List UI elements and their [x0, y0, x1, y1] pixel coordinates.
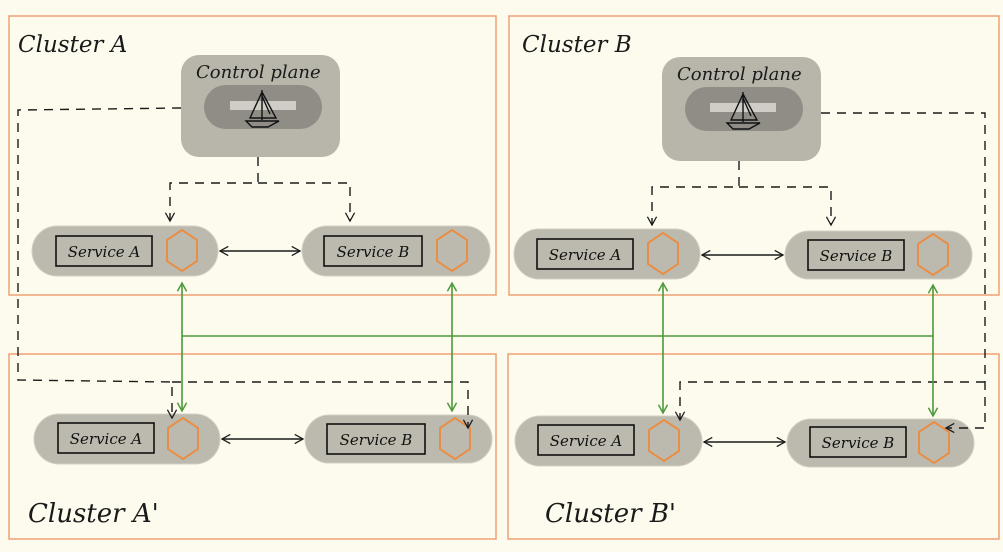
service-a-box: [55, 235, 153, 267]
cluster-a-prime-label: Cluster A': [28, 499, 159, 529]
service-a-label: Service A: [550, 432, 623, 450]
service-b-pod-body: [786, 418, 975, 468]
service-b-pod-cluster-a-prime: Service B: [304, 414, 493, 464]
service-a-pod-cluster-a-prime: Service A: [33, 413, 221, 465]
cluster-b-box: [508, 15, 1000, 296]
service-a-pod-body: [513, 228, 701, 280]
sailboat-icon: [725, 92, 761, 130]
service-a-pod-cluster-b: Service A: [513, 228, 701, 280]
service-a-pod-cluster-b-prime: Service A: [514, 415, 703, 467]
service-a-box: [536, 238, 634, 270]
service-a-pod-cluster-a: Service A: [31, 225, 219, 277]
config-push-line-a-prime: [17, 107, 182, 420]
sidecar-proxy-icon: [436, 228, 468, 273]
sailboat-icon: [244, 90, 280, 128]
sidecar-proxy-icon: [917, 232, 949, 277]
service-a-pod-body: [33, 413, 221, 465]
control-plane-a: Control plane: [181, 55, 340, 157]
control-plane-a-label: Control plane: [196, 62, 321, 83]
sidecar-proxy-icon: [166, 228, 198, 273]
service-a-label: Service A: [70, 430, 143, 448]
service-a-label: Service A: [68, 243, 141, 261]
service-b-label: Service B: [820, 247, 893, 265]
config-push-line: [164, 157, 259, 223]
service-b-box: [807, 239, 905, 271]
config-push-line: [258, 182, 356, 223]
config-push-line-b-prime: [674, 381, 985, 422]
sidecar-proxy-icon: [167, 416, 199, 461]
cluster-a-prime-box: [8, 353, 497, 540]
control-plane-a-bar: [230, 101, 296, 110]
service-b-pod-cluster-b-prime: Service B: [786, 418, 975, 468]
config-push-line: [646, 161, 740, 227]
service-b-label: Service B: [337, 243, 410, 261]
service-b-pod-cluster-a: Service B: [301, 225, 491, 277]
cluster-a-label: Cluster A: [18, 32, 127, 58]
service-b-pod-body: [301, 225, 491, 277]
control-plane-b: Control plane: [662, 57, 821, 161]
cluster-b-prime-box: [507, 353, 1000, 540]
service-b-label: Service B: [822, 434, 895, 452]
service-a-box: [57, 422, 155, 454]
sidecar-proxy-icon: [647, 231, 679, 276]
config-push-line: [739, 186, 837, 227]
service-a-pod-body: [514, 415, 703, 467]
config-push-line-a-prime: [172, 381, 474, 430]
service-b-label: Service B: [340, 431, 413, 449]
cluster-a-box: [8, 15, 497, 296]
service-b-box: [809, 426, 907, 458]
service-b-box: [326, 423, 426, 455]
service-a-box: [537, 424, 635, 456]
cluster-b-prime-label: Cluster B': [545, 499, 676, 529]
control-plane-b-label: Control plane: [677, 64, 802, 85]
config-push-line-b-prime: [821, 112, 986, 434]
service-b-pod-cluster-b: Service B: [784, 230, 973, 280]
service-b-box: [323, 235, 423, 267]
service-b-pod-body: [784, 230, 973, 280]
service-b-pod-body: [304, 414, 493, 464]
service-a-label: Service A: [549, 246, 622, 264]
cluster-b-label: Cluster B: [522, 32, 632, 58]
sidecar-proxy-icon: [648, 418, 680, 463]
